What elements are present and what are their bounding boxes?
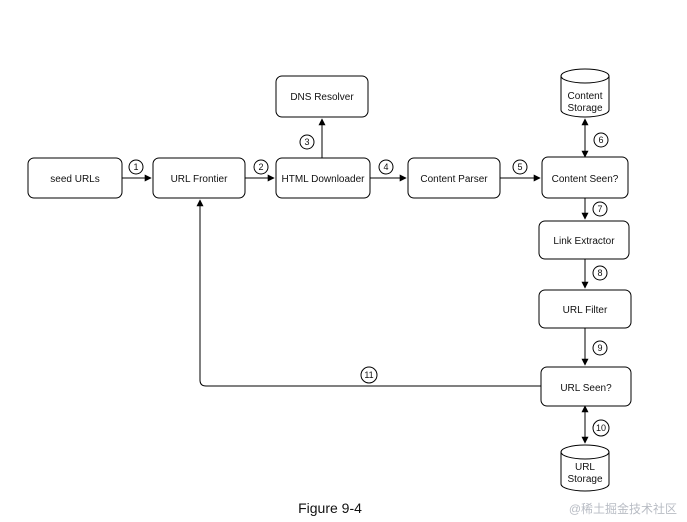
content-parser-label: Content Parser bbox=[420, 174, 488, 185]
dns-resolver-label: DNS Resolver bbox=[290, 92, 354, 103]
url-frontier-label: URL Frontier bbox=[171, 174, 229, 185]
step-2-label: 2 bbox=[258, 162, 263, 172]
step-3-label: 3 bbox=[304, 137, 309, 147]
node-url-seen: URL Seen? bbox=[540, 366, 632, 407]
step-8-label: 8 bbox=[597, 268, 602, 278]
step-5: 5 bbox=[512, 159, 528, 175]
node-html-downloader: HTML Downloader bbox=[275, 157, 371, 199]
figure-caption: Figure 9-4 bbox=[298, 500, 362, 516]
step-6-label: 6 bbox=[598, 135, 603, 145]
node-url-filter: URL Filter bbox=[538, 289, 632, 329]
html-downloader-label: HTML Downloader bbox=[282, 174, 366, 185]
link-extractor-label: Link Extractor bbox=[553, 236, 615, 247]
step-10-label: 10 bbox=[596, 423, 606, 433]
step-9: 9 bbox=[592, 340, 608, 356]
step-3: 3 bbox=[299, 134, 315, 150]
seed-urls-label: seed URLs bbox=[50, 174, 99, 185]
content-storage-label-line1: Content bbox=[567, 91, 602, 102]
step-1: 1 bbox=[128, 159, 144, 175]
content-storage-label-line2: Storage bbox=[567, 103, 602, 114]
url-storage-label-line1: URL bbox=[575, 462, 595, 473]
node-link-extractor: Link Extractor bbox=[538, 220, 630, 260]
url-storage-label-line2: Storage bbox=[567, 474, 602, 485]
step-2: 2 bbox=[253, 159, 269, 175]
step-8: 8 bbox=[592, 265, 608, 281]
content-storage-cylinder-icon bbox=[560, 76, 610, 118]
node-content-storage: Content Storage bbox=[560, 68, 610, 118]
step-4: 4 bbox=[378, 159, 394, 175]
watermark: @稀土掘金技术社区 bbox=[568, 502, 677, 516]
content-seen-label: Content Seen? bbox=[552, 174, 619, 185]
step-5-label: 5 bbox=[517, 162, 522, 172]
step-9-label: 9 bbox=[597, 343, 602, 353]
step-11-label: 11 bbox=[364, 370, 373, 380]
node-seed-urls: seed URLs bbox=[27, 157, 123, 199]
step-1-label: 1 bbox=[133, 162, 138, 172]
node-content-seen: Content Seen? bbox=[541, 156, 629, 199]
step-7-label: 7 bbox=[597, 204, 602, 214]
step-6: 6 bbox=[593, 132, 609, 148]
node-dns-resolver: DNS Resolver bbox=[275, 75, 369, 118]
node-url-frontier: URL Frontier bbox=[152, 157, 246, 199]
edge-url-seen-to-frontier bbox=[196, 199, 541, 387]
url-filter-label: URL Filter bbox=[563, 305, 608, 316]
step-4-label: 4 bbox=[383, 162, 388, 172]
node-content-parser: Content Parser bbox=[407, 157, 501, 199]
step-10: 10 bbox=[592, 419, 610, 437]
step-11: 11 bbox=[360, 366, 378, 384]
url-storage-cylinder-icon bbox=[560, 452, 610, 492]
node-url-storage: URL Storage bbox=[560, 444, 610, 492]
step-7: 7 bbox=[592, 201, 608, 217]
url-seen-label: URL Seen? bbox=[560, 383, 612, 394]
